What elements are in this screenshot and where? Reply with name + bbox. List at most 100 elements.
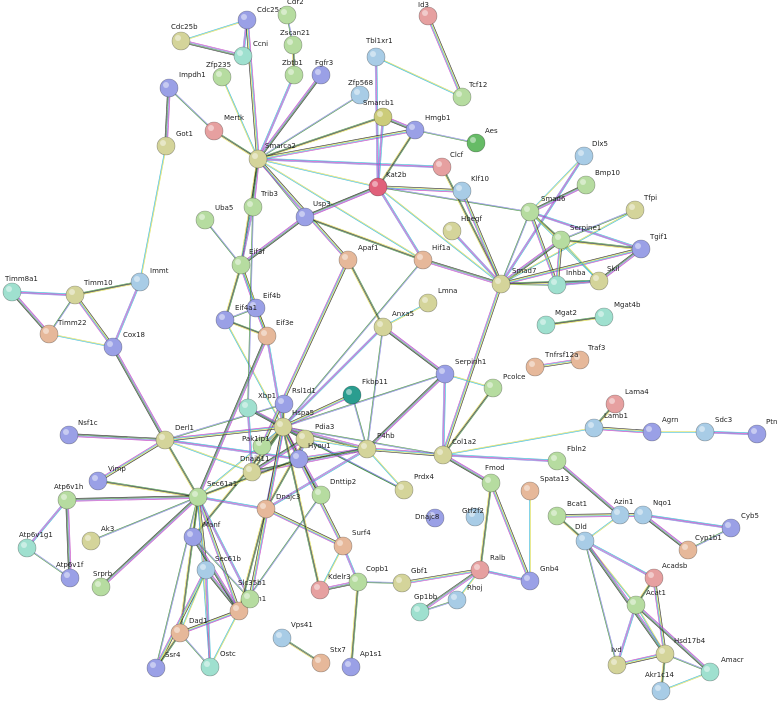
node-circle[interactable] [651,681,671,701]
node-Pcolce[interactable]: Pcolce [483,373,525,398]
node-Dnttip2[interactable]: Dnttip2 [311,478,356,505]
node-Dnajc3[interactable]: Dnajc3 [256,493,300,519]
node-Trib3[interactable]: Trib3 [243,190,278,217]
node-Traf3[interactable]: Traf3 [570,344,605,370]
node-Nsf1c[interactable]: Nsf1c [59,419,98,445]
node-circle[interactable] [350,85,370,105]
node-circle[interactable] [452,87,472,107]
node-circle[interactable] [570,350,590,370]
node-Gnb4[interactable]: Gnb4 [520,565,559,591]
node-Immt[interactable]: Immt [130,267,169,292]
node-circle[interactable] [311,485,331,505]
node-Dnajc8[interactable]: Dnajc8 [415,508,445,528]
node-circle[interactable] [159,78,179,98]
node-circle[interactable] [311,653,331,673]
node-Hif1a[interactable]: Hif1a [413,244,450,270]
node-Eif4b[interactable]: Eif4b [246,292,281,318]
node-circle[interactable] [626,595,646,615]
node-circle[interactable] [432,157,452,177]
node-Rsl1d1[interactable]: Rsl1d1 [274,387,316,414]
node-Smad6[interactable]: Smad6 [520,195,566,222]
node-circle[interactable] [311,65,331,85]
node-circle[interactable] [348,572,368,592]
node-circle[interactable] [91,577,111,597]
node-circle[interactable] [747,424,767,444]
node-circle[interactable] [575,531,595,551]
node-Nqo1[interactable]: Nqo1 [633,499,671,525]
node-circle[interactable] [295,207,315,227]
node-circle[interactable] [373,317,393,337]
node-circle[interactable] [277,5,297,25]
node-circle[interactable] [195,210,215,230]
node-Eif3e[interactable]: Eif3e [257,319,294,346]
node-Manf[interactable]: Manf [183,521,221,547]
node-circle[interactable] [631,239,651,259]
node-circle[interactable] [452,181,472,201]
node-Copb1[interactable]: Copb1 [348,565,389,592]
node-circle[interactable] [188,487,208,507]
node-Xbp1[interactable]: Xbp1 [238,392,276,418]
node-circle[interactable] [525,357,545,377]
node-Bmp10[interactable]: Bmp10 [576,169,620,195]
node-Timm10[interactable]: Timm10 [65,279,113,305]
node-Fmod[interactable]: Fmod [481,464,505,493]
node-Prdx4[interactable]: Prdx4 [394,473,434,500]
node-Tfpi[interactable]: Tfpi [625,194,657,220]
node-circle[interactable] [59,425,79,445]
node-Timm8a1[interactable]: Timm8a1 [2,275,38,302]
node-circle[interactable] [2,282,22,302]
node-circle[interactable] [81,531,101,551]
node-Zbtb1[interactable]: Zbtb1 [282,59,304,85]
node-Gp1bb[interactable]: Gp1bb [410,593,438,622]
node-circle[interactable] [410,602,430,622]
node-Eif4a1[interactable]: Eif4a1 [215,304,257,330]
node-circle[interactable] [233,46,253,66]
node-circle[interactable] [610,505,630,525]
node-Slc35b1[interactable]: Slc35b1 [238,579,266,609]
node-Zscan21[interactable]: Zscan21 [280,29,310,55]
node-circle[interactable] [589,271,609,291]
node-Srprb[interactable]: Srprb [91,570,113,597]
node-Uba5[interactable]: Uba5 [195,204,233,230]
node-circle[interactable] [547,451,567,471]
node-circle[interactable] [700,662,720,682]
node-circle[interactable] [196,560,216,580]
node-Zfp235[interactable]: Zfp235 [206,61,232,87]
node-circle[interactable] [695,422,715,442]
node-Eif3f[interactable]: Eif3f [231,248,265,275]
node-circle[interactable] [607,655,627,675]
node-Col1a2[interactable]: Col1a2 [433,438,476,465]
node-Ostc[interactable]: Ostc [200,650,236,677]
node-Sec61b[interactable]: Sec61b [196,555,242,580]
node-Spata13[interactable]: Spata13 [520,475,569,501]
node-circle[interactable] [183,527,203,547]
node-circle[interactable] [256,499,276,519]
node-circle[interactable] [520,481,540,501]
node-circle[interactable] [272,628,292,648]
node-circle[interactable] [57,490,77,510]
node-Smarcb1[interactable]: Smarcb1 [363,99,394,127]
node-Cox18[interactable]: Cox18 [103,331,145,357]
node-circle[interactable] [491,274,511,294]
node-circle[interactable] [576,175,596,195]
node-Hbegf[interactable]: Hbegf [442,215,482,241]
node-circle[interactable] [625,200,645,220]
node-Atp6v1h[interactable]: Atp6v1h [54,483,83,510]
node-circle[interactable] [470,560,490,580]
node-circle[interactable] [447,590,467,610]
node-Apaf1[interactable]: Apaf1 [338,244,378,270]
node-circle[interactable] [418,293,438,313]
node-Ccni[interactable]: Ccni [233,40,268,66]
node-circle[interactable] [88,471,108,491]
node-circle[interactable] [574,146,594,166]
node-Smad7[interactable]: Smad7 [491,267,536,294]
node-circle[interactable] [633,505,653,525]
node-Tbl1xr1[interactable]: Tbl1xr1 [365,37,393,67]
node-Aes[interactable]: Aes [466,127,498,153]
node-circle[interactable] [392,573,412,593]
node-Gbf1[interactable]: Gbf1 [392,567,428,593]
node-Surf4[interactable]: Surf4 [333,529,371,556]
node-circle[interactable] [433,445,453,465]
node-Stx7[interactable]: Stx7 [311,646,346,673]
node-circle[interactable] [466,133,486,153]
